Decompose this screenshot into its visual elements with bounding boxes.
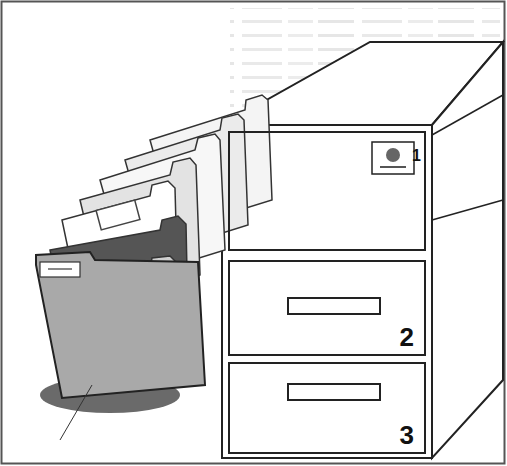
leader-line	[60, 385, 92, 440]
drawer-handle	[288, 384, 380, 400]
front-folder	[36, 252, 205, 398]
cabinet-side	[432, 42, 503, 458]
drawer-number: 3	[400, 422, 414, 448]
drawer-emblem	[372, 142, 414, 174]
cabinet-drawer: 3	[228, 362, 426, 454]
folder-label	[40, 262, 80, 277]
drawer-number: 2	[400, 324, 414, 350]
drawer-number: 1	[412, 148, 421, 164]
cabinet-drawer: 1	[228, 131, 426, 251]
cabinet-drawer: 2	[228, 260, 426, 356]
drawer-handle	[288, 298, 380, 314]
